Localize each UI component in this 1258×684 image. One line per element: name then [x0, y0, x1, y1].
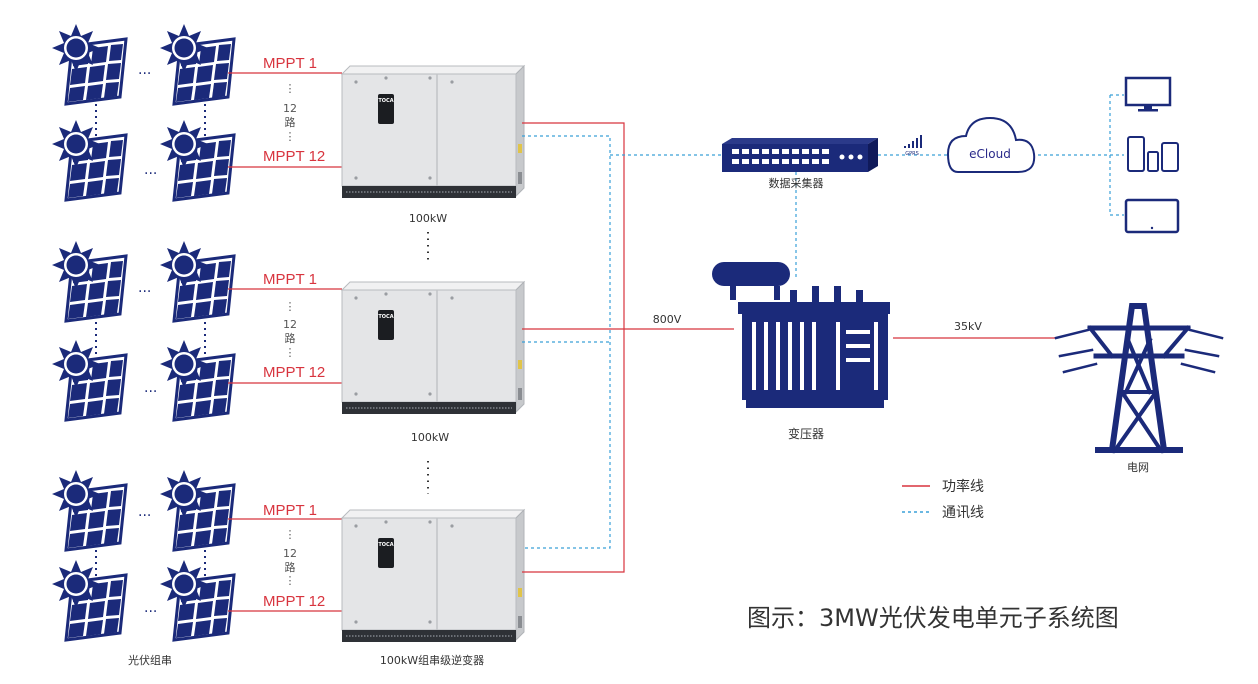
transformer-icon	[712, 262, 890, 408]
grid-label: 电网	[1127, 461, 1149, 474]
lanes-num: 12	[283, 318, 297, 331]
solar-panel-icon	[52, 24, 126, 104]
power-lines	[522, 122, 1056, 573]
mppt-group-3: MPPT 1 MPPT 12 ⋮ 12 路 ⋮	[228, 502, 342, 612]
transformer-label: 变压器	[788, 426, 824, 441]
inverter-power-label: 100kW	[411, 431, 449, 444]
legend-power-label: 功率线	[942, 478, 984, 495]
legend-comm-label: 通讯线	[942, 505, 984, 521]
mppt-label-first: MPPT 1	[263, 55, 317, 72]
pv-array-2: ··· ···	[52, 241, 234, 420]
inverter-2: TOCA	[341, 281, 525, 415]
solar-panel-icon	[52, 120, 126, 200]
mppt-label-last: MPPT 12	[263, 364, 325, 381]
svg-text:···: ···	[138, 66, 151, 82]
svg-text:TOCA: TOCA	[378, 314, 393, 320]
mppt-label-last: MPPT 12	[263, 148, 325, 165]
phone-tablet-icon	[1127, 136, 1179, 172]
gprs-label: GPRS	[905, 151, 919, 157]
lanes-num: 12	[283, 102, 297, 115]
svg-text:⋮: ⋮	[285, 528, 296, 541]
inverter-caption: 100kW组串级逆变器	[380, 653, 484, 667]
mppt-label-first: MPPT 1	[263, 502, 317, 519]
solar-panel-icon	[52, 340, 126, 420]
lanes-unit: 路	[285, 561, 296, 574]
monitor-icon	[1124, 76, 1172, 112]
inverter-3: TOCA	[341, 509, 525, 643]
solar-panel-icon	[160, 24, 234, 104]
svg-text:···: ···	[144, 166, 157, 182]
collector-label: 数据采集器	[769, 176, 824, 190]
solar-panel-icon	[160, 340, 234, 420]
voltage-low-label: 800V	[653, 313, 682, 326]
cloud-icon	[946, 116, 1036, 173]
signal-icon	[904, 135, 922, 148]
inverter-icon	[341, 509, 525, 643]
inverter-power-label: 100kW	[409, 212, 447, 225]
svg-text:⋮: ⋮	[285, 300, 296, 313]
solar-panel-icon	[160, 470, 234, 550]
inverter-icon	[341, 65, 525, 199]
svg-text:⋮: ⋮	[285, 346, 296, 359]
legend: 功率线 通讯线	[902, 478, 984, 521]
voltage-high-label: 35kV	[954, 320, 982, 333]
lanes-unit: 路	[285, 332, 296, 345]
solar-panel-icon	[160, 560, 234, 640]
svg-text:···: ···	[138, 284, 151, 300]
cloud-label: eCloud	[969, 147, 1011, 161]
mppt-group-2: MPPT 1 MPPT 12 ⋮ 12 路 ⋮	[228, 271, 342, 384]
solar-panel-icon	[160, 120, 234, 200]
solar-panel-icon	[160, 241, 234, 321]
svg-text:⋮: ⋮	[285, 130, 296, 143]
pv-array-1: ··· ···	[52, 24, 234, 200]
solar-panel-icon	[52, 560, 126, 640]
svg-text:⋮: ⋮	[285, 574, 296, 587]
mppt-label-last: MPPT 12	[263, 593, 325, 610]
svg-text:···: ···	[138, 508, 151, 524]
lanes-unit: 路	[285, 116, 296, 129]
comm-lines	[522, 94, 1124, 549]
diagram-title: 图示：3MW光伏发电单元子系统图	[747, 604, 1119, 632]
pv-string-label: 光伏组串	[128, 653, 172, 667]
svg-text:⋮: ⋮	[285, 82, 296, 95]
solar-panel-icon	[52, 241, 126, 321]
svg-text:···: ···	[144, 384, 157, 400]
svg-text:TOCA: TOCA	[378, 98, 393, 104]
inverter-1: TOCA	[341, 65, 525, 199]
solar-panel-icon	[52, 470, 126, 550]
svg-text:···: ···	[144, 604, 157, 620]
mppt-label-first: MPPT 1	[263, 271, 317, 288]
switch-icon	[722, 138, 878, 172]
pv-array-3: ··· ···	[52, 470, 234, 640]
svg-text:TOCA: TOCA	[378, 542, 393, 548]
transmission-tower-icon	[1054, 303, 1224, 454]
tablet-icon	[1124, 198, 1180, 234]
inverter-icon	[341, 281, 525, 415]
mppt-group-1: MPPT 1 MPPT 12 ⋮ 12 路 ⋮	[228, 55, 342, 168]
lanes-num: 12	[283, 547, 297, 560]
